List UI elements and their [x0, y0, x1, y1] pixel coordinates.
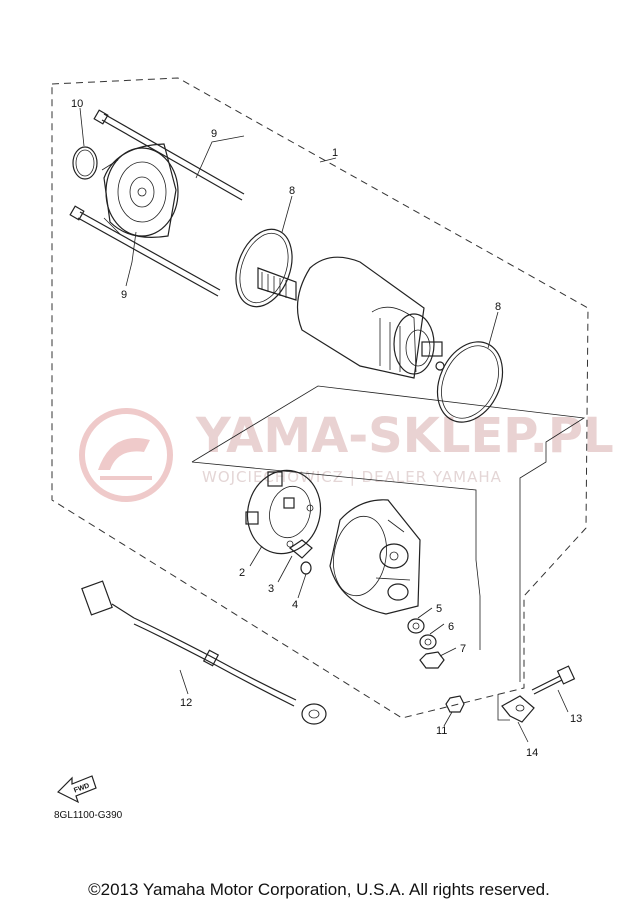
callout-8-left: 8	[289, 185, 295, 197]
part-bolt-9-lower	[69, 205, 221, 297]
part-bracket-14	[501, 695, 535, 723]
part-nut-7	[419, 651, 445, 669]
part-end-cover	[101, 143, 179, 238]
callout-8-right: 8	[495, 301, 501, 313]
watermark: YAMA-SKLEP.PL WOJCIECHOWICZ | DEALER YAM…	[79, 408, 614, 502]
callout-3: 3	[268, 583, 274, 595]
leader-lines	[79, 107, 569, 743]
part-brush-holder-2	[245, 469, 322, 555]
housing-field-line-2	[191, 461, 481, 650]
callout-14: 14	[526, 747, 538, 759]
fwd-label: FWD	[73, 782, 90, 794]
part-o-ring-8-right	[436, 341, 504, 423]
part-front-cover	[329, 499, 421, 615]
fwd-arrow-icon: FWD	[56, 775, 97, 804]
housing-field-line	[191, 385, 586, 682]
callout-2: 2	[239, 567, 245, 579]
callout-12: 12	[180, 697, 192, 709]
callout-7: 7	[460, 643, 466, 655]
diagram-code: 8GL1100-G390	[54, 810, 123, 821]
part-o-ring-10	[72, 146, 98, 180]
watermark-title: YAMA-SKLEP.PL	[195, 408, 614, 464]
part-washer-6	[419, 634, 437, 650]
callout-5: 5	[436, 603, 442, 615]
callout-1: 1	[332, 147, 338, 159]
part-brush-3	[288, 539, 313, 559]
part-nut-11	[445, 695, 465, 713]
copyright-notice: ©2013 Yamaha Motor Corporation, U.S.A. A…	[88, 880, 550, 899]
callout-6: 6	[448, 621, 454, 633]
callout-13: 13	[570, 713, 582, 725]
assembly-outline	[51, 77, 589, 719]
part-starter-yoke	[257, 256, 445, 379]
watermark-subtitle: WOJCIECHOWICZ | DEALER YAMAHA	[202, 468, 502, 486]
part-bolt-9-upper	[93, 109, 245, 201]
callout-4: 4	[292, 599, 298, 611]
callout-9-lower: 9	[121, 289, 127, 301]
part-washer-4	[300, 561, 312, 575]
part-washer-5	[407, 618, 425, 634]
callout-10: 10	[71, 98, 83, 110]
callout-11: 11	[436, 725, 447, 737]
part-lead-wire-12	[81, 580, 327, 725]
callout-9-upper: 9	[211, 128, 217, 140]
part-bolt-13	[531, 665, 576, 695]
part-o-ring-8-left	[235, 228, 293, 308]
watermark-logo	[79, 408, 173, 502]
